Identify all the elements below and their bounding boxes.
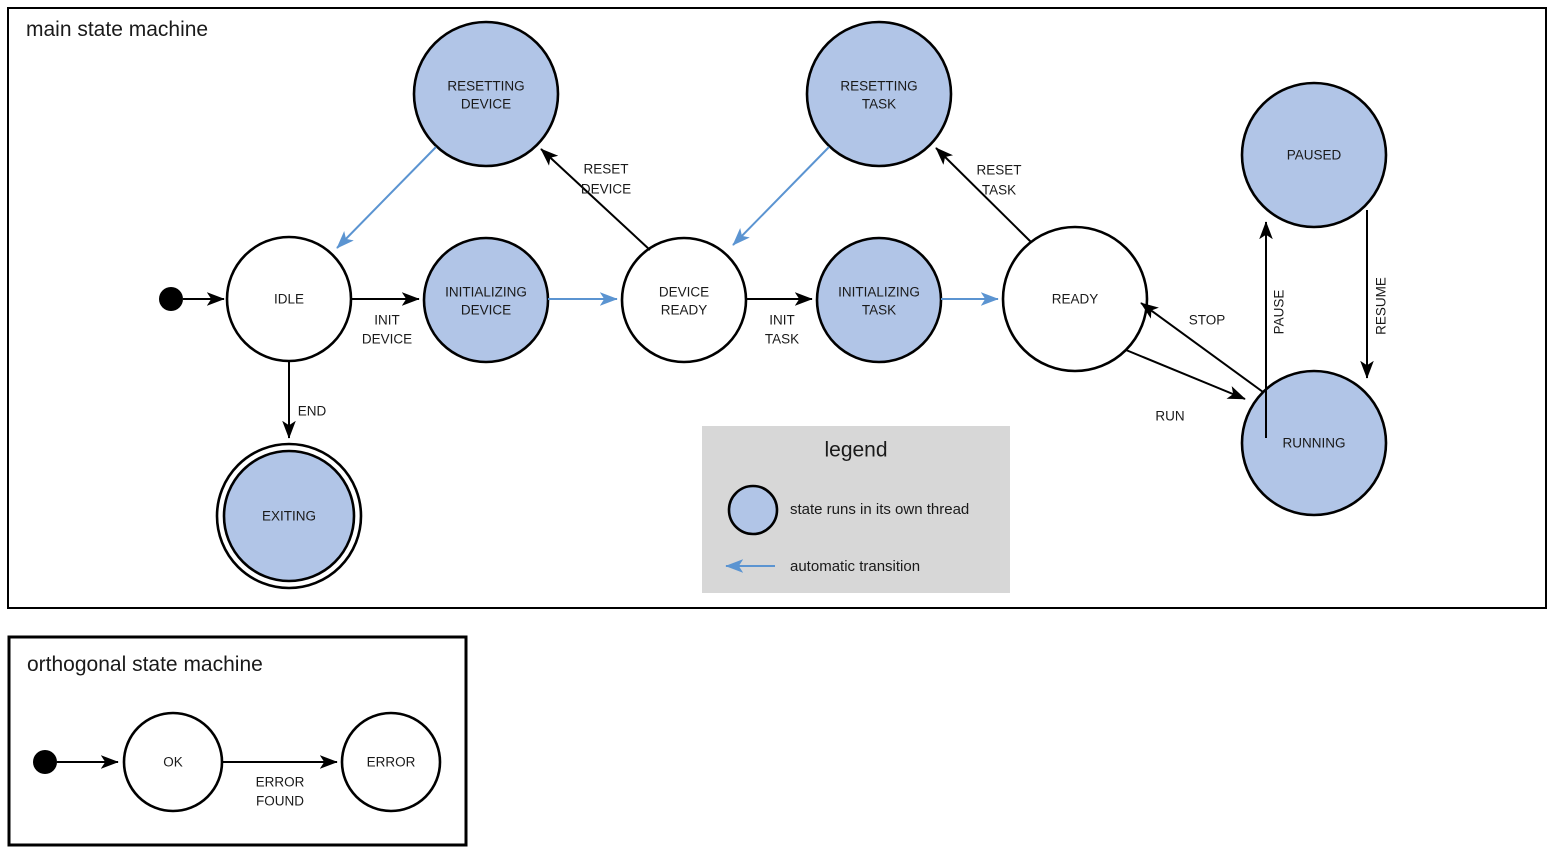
state-device-ready-label-1: DEVICE: [659, 285, 709, 300]
transition-reset-task-label-1: RESET: [976, 163, 1021, 178]
legend: legend state runs in its own thread auto…: [702, 426, 1010, 593]
transition-pause-label: PAUSE: [1272, 290, 1287, 335]
state-resetting-device-label-2: DEVICE: [461, 97, 511, 112]
transition-reset-task-label-2: TASK: [982, 183, 1016, 198]
main-state-machine-frame: [7, 7, 1547, 609]
legend-threaded-state-swatch: [727, 484, 779, 536]
transition-ready-to-running: [1125, 349, 1246, 400]
transition-init-task-label-1: INIT: [769, 313, 795, 328]
state-paused[interactable]: PAUSED: [1240, 81, 1388, 229]
main-state-machine-title: main state machine: [26, 18, 208, 41]
transition-init-device-label-2: DEVICE: [362, 332, 412, 347]
legend-threaded-state-text: state runs in its own thread: [790, 501, 969, 518]
state-error-label: ERROR: [367, 755, 416, 770]
state-ok[interactable]: OK: [122, 711, 224, 813]
state-ok-label: OK: [163, 755, 183, 770]
transition-running-to-ready: [1140, 302, 1264, 393]
state-idle[interactable]: IDLE: [225, 235, 353, 363]
state-initializing-device[interactable]: INITIALIZING DEVICE: [422, 236, 550, 364]
transition-error-found-label-2: FOUND: [256, 794, 304, 809]
state-idle-label: IDLE: [274, 292, 304, 307]
state-exiting-label: EXITING: [262, 509, 316, 524]
state-ready-label: READY: [1052, 292, 1099, 307]
transition-init-device-label-1: INIT: [374, 313, 400, 328]
state-resetting-task[interactable]: RESETTING TASK: [805, 20, 953, 168]
state-initializing-device-label-2: DEVICE: [461, 303, 511, 318]
state-resetting-device-label-1: RESETTING: [447, 79, 524, 94]
state-exiting[interactable]: EXITING: [215, 442, 363, 590]
legend-automatic-transition-text: automatic transition: [790, 558, 920, 575]
state-device-ready[interactable]: DEVICE READY: [620, 236, 748, 364]
transition-ready-to-resetting-task: [935, 147, 1032, 243]
transition-resetting-task-to-device-ready: [732, 146, 830, 246]
state-exiting-final-ring: [215, 442, 363, 590]
transition-device-ready-to-resetting-device: [540, 148, 651, 251]
transition-run-label: RUN: [1155, 409, 1184, 424]
legend-title: legend: [824, 439, 887, 462]
state-device-ready-label-2: READY: [661, 303, 708, 318]
state-initializing-task[interactable]: INITIALIZING TASK: [815, 236, 943, 364]
state-resetting-task-label-1: RESETTING: [840, 79, 917, 94]
state-running-label: RUNNING: [1283, 436, 1346, 451]
state-running[interactable]: RUNNING: [1240, 369, 1388, 517]
state-resetting-task-label-2: TASK: [862, 97, 896, 112]
transition-resume-label: RESUME: [1374, 277, 1389, 335]
state-initializing-device-label-1: INITIALIZING: [445, 285, 527, 300]
initial-state-dot-orthogonal: [33, 750, 57, 774]
transition-reset-device-label-2: DEVICE: [581, 182, 631, 197]
state-initializing-task-label-2: TASK: [862, 303, 896, 318]
transition-stop-label: STOP: [1189, 313, 1226, 328]
state-paused-label: PAUSED: [1287, 148, 1342, 163]
initial-state-dot-main: [159, 287, 183, 311]
orthogonal-state-machine-title: orthogonal state machine: [27, 653, 263, 676]
state-error[interactable]: ERROR: [340, 711, 442, 813]
state-resetting-device[interactable]: RESETTING DEVICE: [412, 20, 560, 168]
state-ready[interactable]: READY: [1001, 225, 1149, 373]
transition-resetting-device-to-idle: [336, 146, 437, 249]
state-initializing-task-label-1: INITIALIZING: [838, 285, 920, 300]
transition-error-found-label-1: ERROR: [256, 775, 305, 790]
transition-reset-device-label-1: RESET: [583, 162, 628, 177]
orthogonal-state-machine-frame: [7, 635, 468, 847]
transition-init-task-label-2: TASK: [765, 332, 799, 347]
transition-end-label: END: [298, 404, 327, 419]
